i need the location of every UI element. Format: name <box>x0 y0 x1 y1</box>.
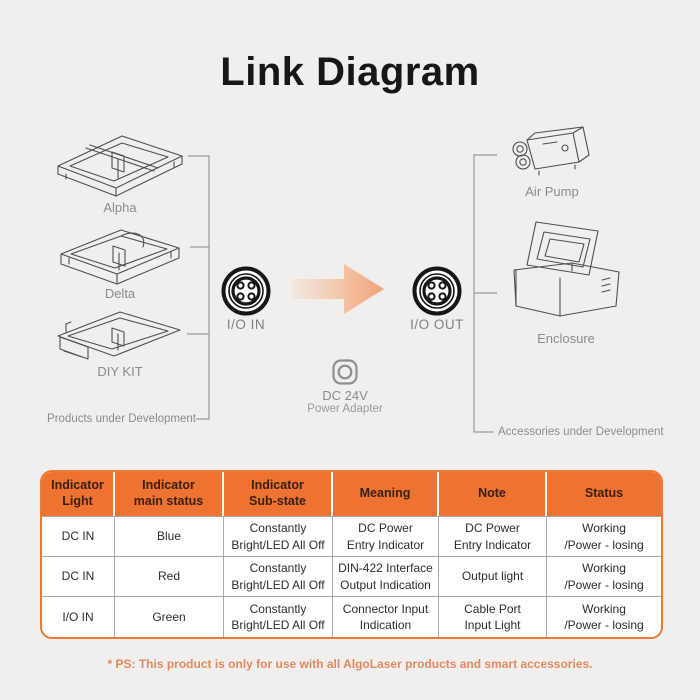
io-out-label: I/O OUT <box>410 317 464 332</box>
accessory-label-air-pump: Air Pump <box>525 184 579 199</box>
table-cell: Constantly Bright/LED All Off <box>224 556 333 596</box>
table-cell: Constantly Bright/LED All Off <box>224 516 333 556</box>
table-cell: Working /Power - losing <box>547 556 661 596</box>
table-cell: I/O IN <box>42 596 115 637</box>
io-in-connector-icon <box>221 266 271 316</box>
delta-laser-engraver-illustration <box>60 229 180 285</box>
table-header-note: Note <box>439 472 547 516</box>
io-in-label: I/O IN <box>226 317 266 332</box>
power-port-icon <box>332 359 358 385</box>
products-caption: Products under Development <box>47 413 196 425</box>
footnote: * PS: This product is only for use with … <box>107 657 593 671</box>
io-out-connector-icon <box>412 266 462 316</box>
table-cell: DC IN <box>42 556 115 596</box>
table-cell: DIN-422 Interface Output Indication <box>333 556 439 596</box>
table-cell: Working /Power - losing <box>547 596 661 637</box>
product-label-alpha: Alpha <box>103 200 137 215</box>
table-cell: Connector Input Indication <box>333 596 439 637</box>
table-header-indicator-sub-state: Indicator Sub-state <box>224 472 333 516</box>
table-cell: Red <box>115 556 224 596</box>
alpha-laser-engraver-illustration <box>57 135 183 197</box>
table-cell: DC IN <box>42 516 115 556</box>
accessory-label-enclosure: Enclosure <box>537 331 595 346</box>
product-label-diy-kit: DIY KIT <box>97 364 143 379</box>
table-header-meaning: Meaning <box>333 472 439 516</box>
table-header-indicator-light: Indicator Light <box>42 472 115 516</box>
diy-kit-laser-engraver-illustration <box>57 311 181 360</box>
table-cell: DC Power Entry Indicator <box>333 516 439 556</box>
table-cell: Constantly Bright/LED All Off <box>224 596 333 637</box>
air-pump-illustration <box>512 126 590 176</box>
table-cell: Cable Port Input Light <box>439 596 547 637</box>
table-header-indicator-main-status: Indicator main status <box>115 472 224 516</box>
adapter-label-line1: DC 24V <box>322 388 368 403</box>
bracket-lines <box>187 154 497 433</box>
accessories-caption: Accessories under Development <box>498 426 664 438</box>
table-cell: Green <box>115 596 224 637</box>
indicator-table: Indicator Light Indicator main status In… <box>40 470 663 639</box>
product-label-delta: Delta <box>104 286 136 301</box>
right-arrow-icon <box>292 264 384 314</box>
table-cell: DC Power Entry Indicator <box>439 516 547 556</box>
table-cell: Working /Power - losing <box>547 516 661 556</box>
table-cell: Output light <box>439 556 547 596</box>
table-header-status: Status <box>547 472 661 516</box>
enclosure-illustration <box>513 221 620 317</box>
table-cell: Blue <box>115 516 224 556</box>
page-title: Link Diagram <box>220 50 480 94</box>
adapter-label-line2: Power Adapter <box>307 403 383 415</box>
